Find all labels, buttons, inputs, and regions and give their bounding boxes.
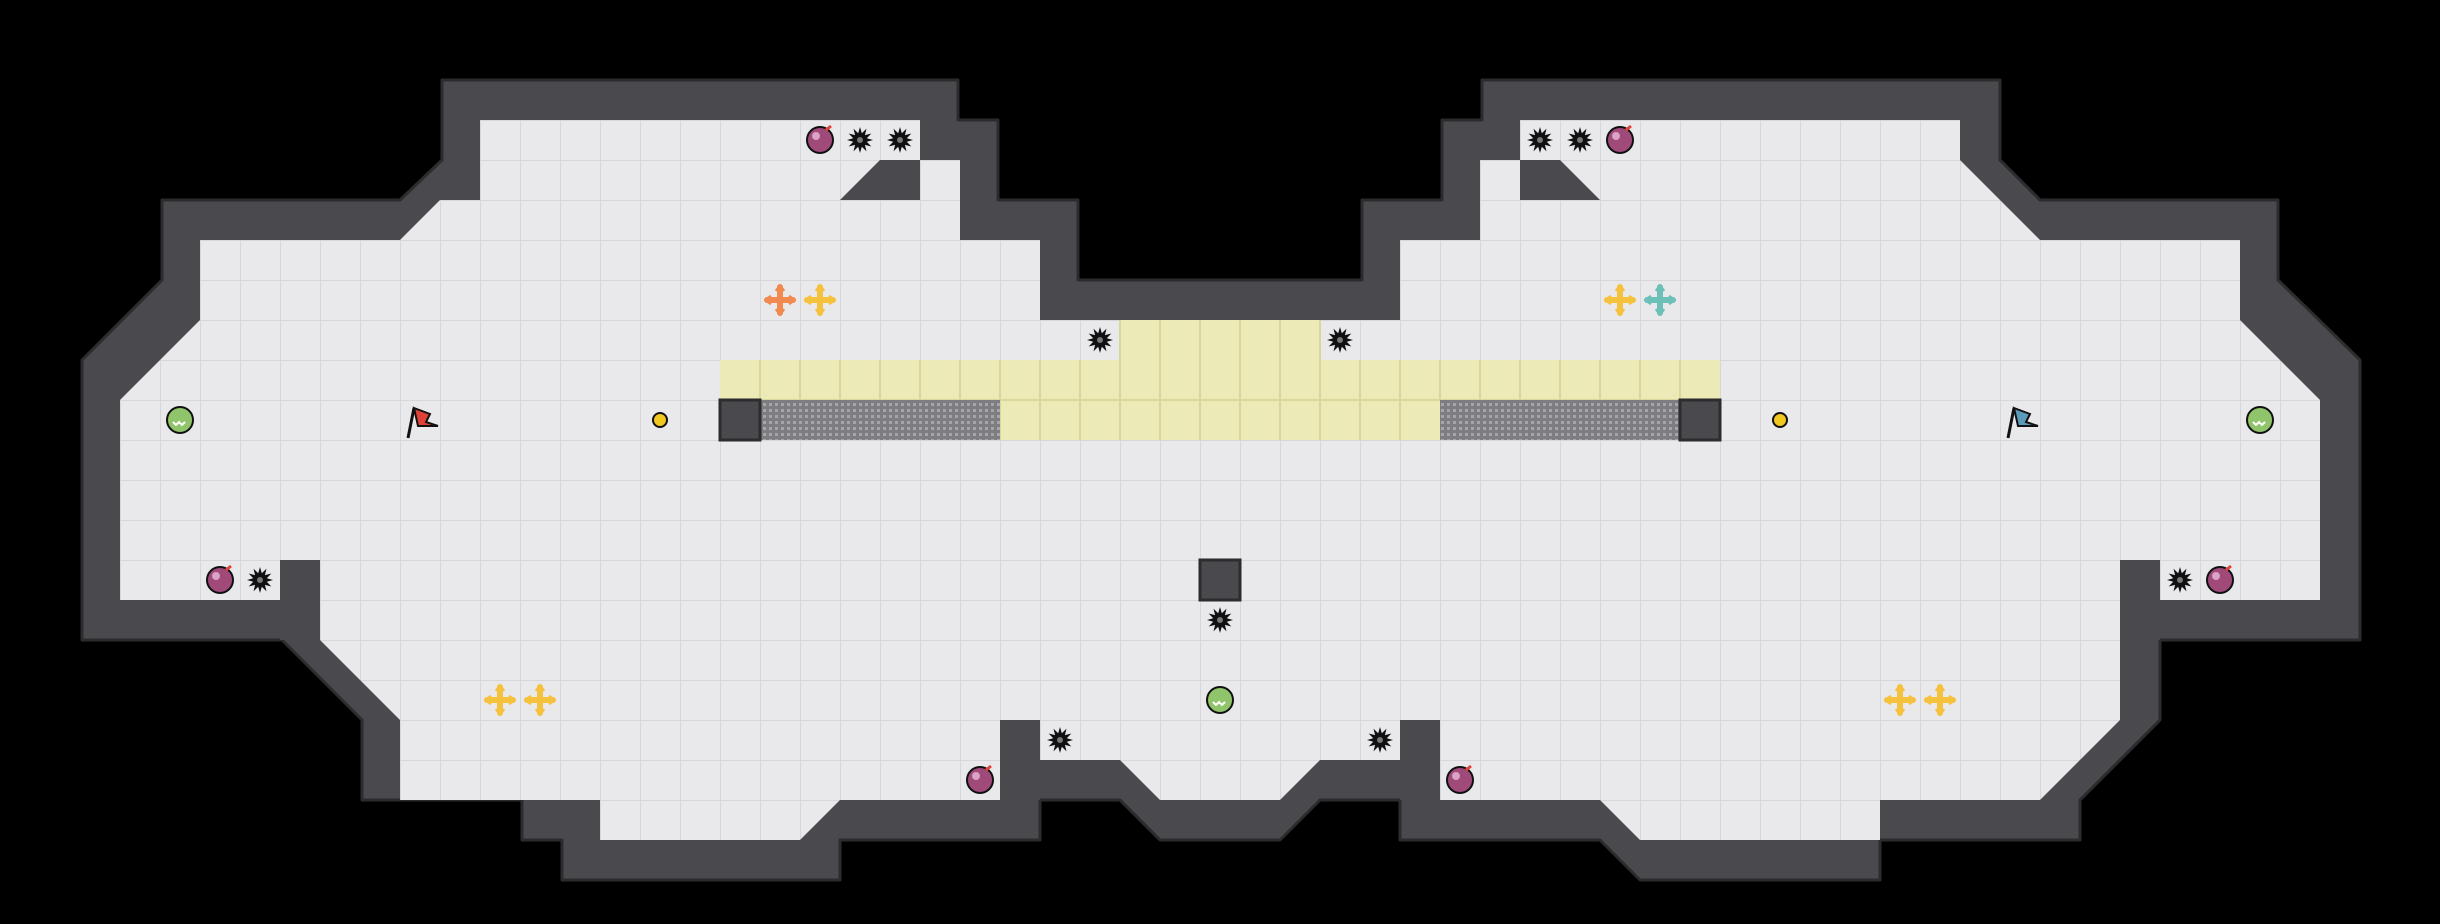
red-flag-icon <box>406 406 439 439</box>
boost-icon <box>763 283 797 317</box>
grate-left <box>760 400 1000 440</box>
bomb-icon <box>1446 764 1474 794</box>
wall-ramp-right <box>1520 160 1600 200</box>
bottom-right-pillar <box>1400 720 1440 800</box>
blue-flag-icon <box>2006 406 2039 439</box>
boost-icon <box>1883 683 1917 717</box>
block-left <box>718 398 762 442</box>
boost-icon <box>1603 283 1637 317</box>
grate-right <box>1440 400 1680 440</box>
portal-icon <box>652 412 668 428</box>
spike-icon <box>2167 567 2193 593</box>
block-right <box>1678 398 1722 442</box>
bomb-icon <box>1606 124 1634 154</box>
spike-icon <box>1047 727 1073 753</box>
bomb-icon <box>806 124 834 154</box>
bomb-icon <box>966 764 994 794</box>
bomb-icon <box>206 564 234 594</box>
neutral-zone-grid <box>720 320 1720 440</box>
boost-icon <box>523 683 557 717</box>
spike-icon <box>887 127 913 153</box>
powerup-icon <box>166 406 194 434</box>
spike-icon <box>1327 327 1353 353</box>
block-center <box>1198 558 1242 602</box>
spike-icon <box>1087 327 1113 353</box>
bottom-left-pillar <box>1000 720 1040 800</box>
powerup-icon <box>1206 686 1234 714</box>
powerup-icon <box>2246 406 2274 434</box>
boost-icon <box>483 683 517 717</box>
boost-icon <box>1643 283 1677 317</box>
spike-icon <box>847 127 873 153</box>
spike-icon <box>1527 127 1553 153</box>
lower-right-pillar <box>2120 560 2160 640</box>
neutral-zone-top <box>1120 320 1320 360</box>
arena-floor <box>120 120 2320 840</box>
spike-icon <box>1207 607 1233 633</box>
spike-icon <box>1367 727 1393 753</box>
bomb-icon <box>2206 564 2234 594</box>
boost-icon <box>1923 683 1957 717</box>
spike-icon <box>247 567 273 593</box>
spike-icon <box>1567 127 1593 153</box>
wall-ramp-left <box>840 160 920 200</box>
lower-left-pillar <box>280 560 320 640</box>
boost-icon <box>803 283 837 317</box>
portal-icon <box>1772 412 1788 428</box>
